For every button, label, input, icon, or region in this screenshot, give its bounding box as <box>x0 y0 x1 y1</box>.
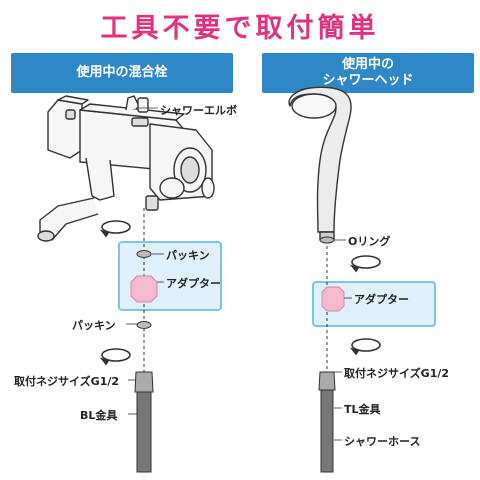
rotate-arrow-icon <box>349 338 381 356</box>
label-packing-top: パッキン <box>166 249 210 262</box>
o-ring-icon <box>319 236 335 244</box>
rotate-arrow-icon <box>99 348 131 366</box>
mixing-faucet-icon <box>37 95 215 242</box>
left-header: 使用中の混合栓 <box>11 53 233 93</box>
adapter-icon <box>321 286 345 312</box>
label-adapter-right: アダプター <box>354 293 409 306</box>
label-shower-hose: シャワーホース <box>344 435 421 448</box>
label-bl-fitting: BL金具 <box>80 409 118 422</box>
right-header: 使用中の シャワーヘッド <box>262 53 474 93</box>
label-adapter-left: アダプター <box>166 277 221 290</box>
adapter-icon <box>130 275 158 303</box>
label-tl-fitting: TL金具 <box>344 403 381 416</box>
label-packing-bottom: パッキン <box>72 319 116 332</box>
label-thread-size-left: 取付ネジサイズG1/2 <box>14 375 120 388</box>
label-o-ring: Oリング <box>348 235 391 248</box>
packing-icon <box>136 250 152 258</box>
tl-fitting-icon <box>318 371 336 473</box>
rotate-arrow-icon <box>349 255 381 273</box>
page-title: 工具不要で取付簡単 <box>100 13 380 44</box>
packing-icon <box>136 321 152 329</box>
label-shower-elbow: シャワーエルボ <box>160 104 237 117</box>
right-header-text: 使用中の シャワーヘッド <box>322 57 413 89</box>
right-header-line1: 使用中の <box>341 57 394 72</box>
shower-head-icon <box>288 86 352 241</box>
label-thread-size-right: 取付ネジサイズG1/2 <box>344 367 450 380</box>
bl-fitting-icon <box>134 371 154 473</box>
left-header-text: 使用中の混合栓 <box>76 65 168 80</box>
rotate-arrow-icon <box>99 220 131 238</box>
right-header-line2: シャワーヘッド <box>322 73 414 88</box>
